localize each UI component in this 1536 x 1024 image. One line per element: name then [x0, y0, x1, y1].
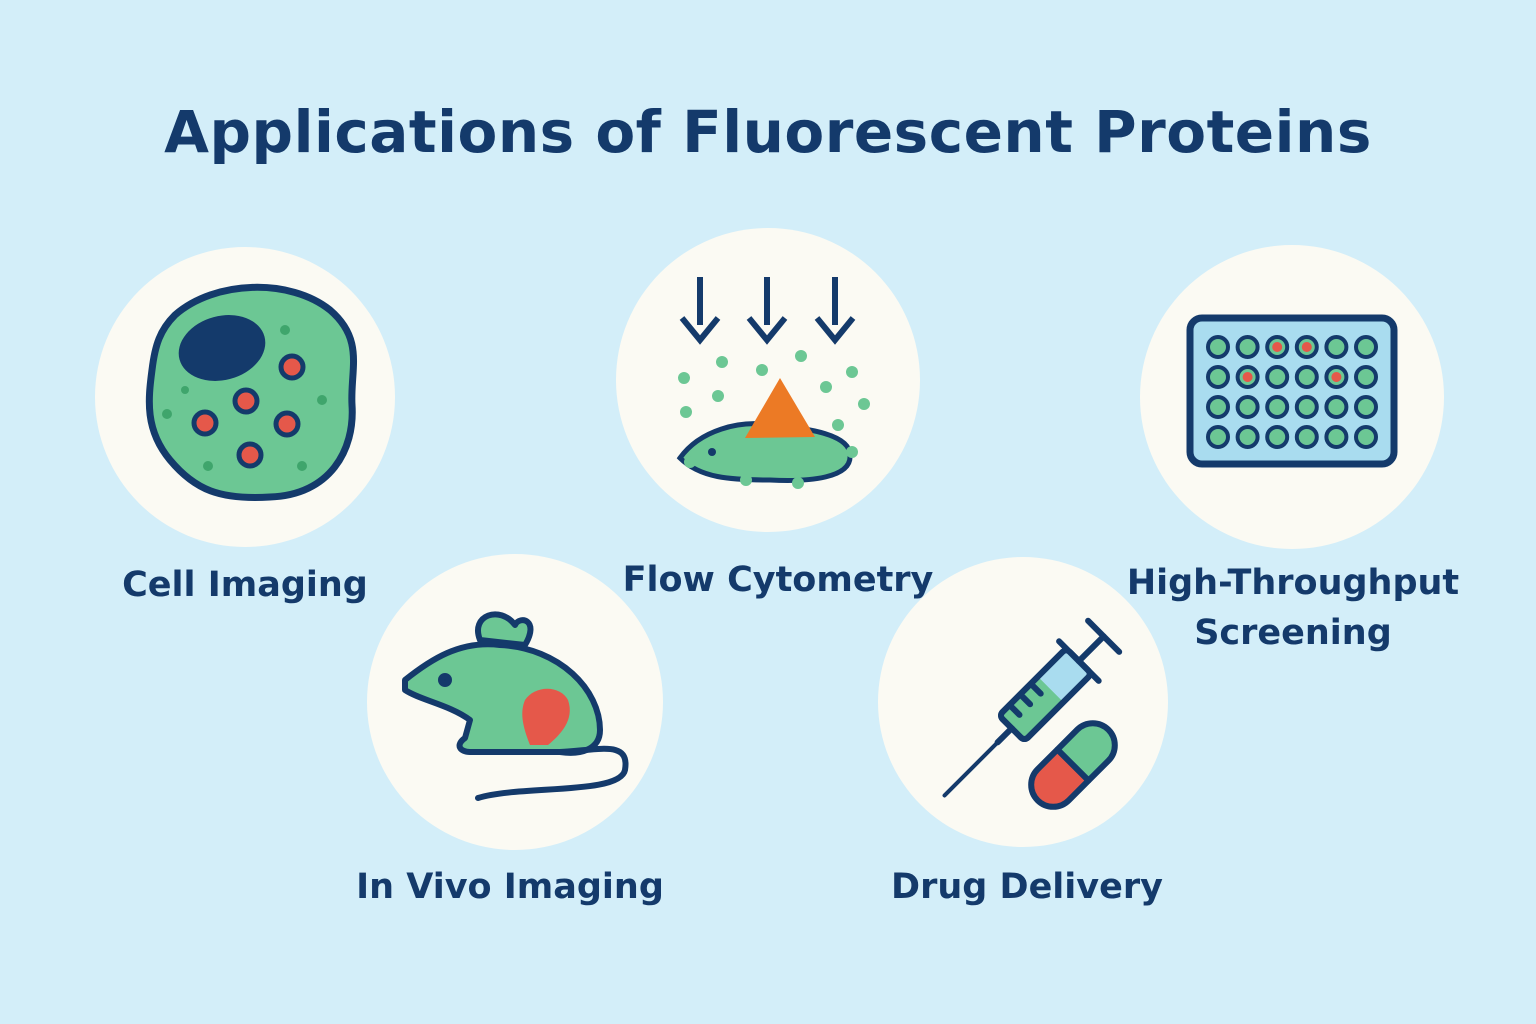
flow-cytometry-circle — [616, 228, 920, 532]
well — [1324, 395, 1349, 419]
well — [1294, 395, 1319, 419]
well — [1354, 335, 1378, 359]
well — [1354, 395, 1378, 419]
well — [1235, 425, 1260, 449]
well — [1265, 395, 1290, 419]
well — [1265, 365, 1290, 389]
label-drug-delivery: Drug Delivery — [891, 867, 1163, 907]
well — [1265, 425, 1290, 449]
well — [1235, 395, 1260, 419]
well — [1324, 425, 1349, 449]
flow-cytometry-icon — [676, 277, 870, 489]
well — [1294, 425, 1319, 449]
page-title: Applications of Fluorescent Proteins — [164, 98, 1372, 166]
fluorescent-well-dot — [1301, 342, 1312, 352]
well — [1206, 335, 1230, 359]
label-flow-cytometry: Flow Cytometry — [622, 560, 934, 600]
cell-icon — [145, 283, 358, 501]
label-in-vivo-imaging: In Vivo Imaging — [356, 867, 664, 907]
fluorescent-well-dot — [1331, 372, 1342, 382]
syringe-pill-icon — [942, 617, 1123, 810]
well — [1354, 425, 1378, 449]
well — [1206, 425, 1230, 449]
fluorescent-well-dot — [1242, 372, 1253, 382]
label-screening: Screening — [1194, 613, 1392, 653]
well — [1235, 335, 1260, 359]
well — [1354, 365, 1378, 389]
well — [1206, 395, 1230, 419]
well — [1206, 365, 1230, 389]
fluorescent-well-dot — [1272, 342, 1283, 352]
mouse-icon — [402, 611, 629, 801]
label-cell-imaging: Cell Imaging — [122, 565, 368, 605]
well — [1294, 365, 1319, 389]
well-plate-icon — [1186, 314, 1398, 468]
label-high-throughput: High-Throughput — [1126, 563, 1460, 603]
well — [1324, 335, 1349, 359]
